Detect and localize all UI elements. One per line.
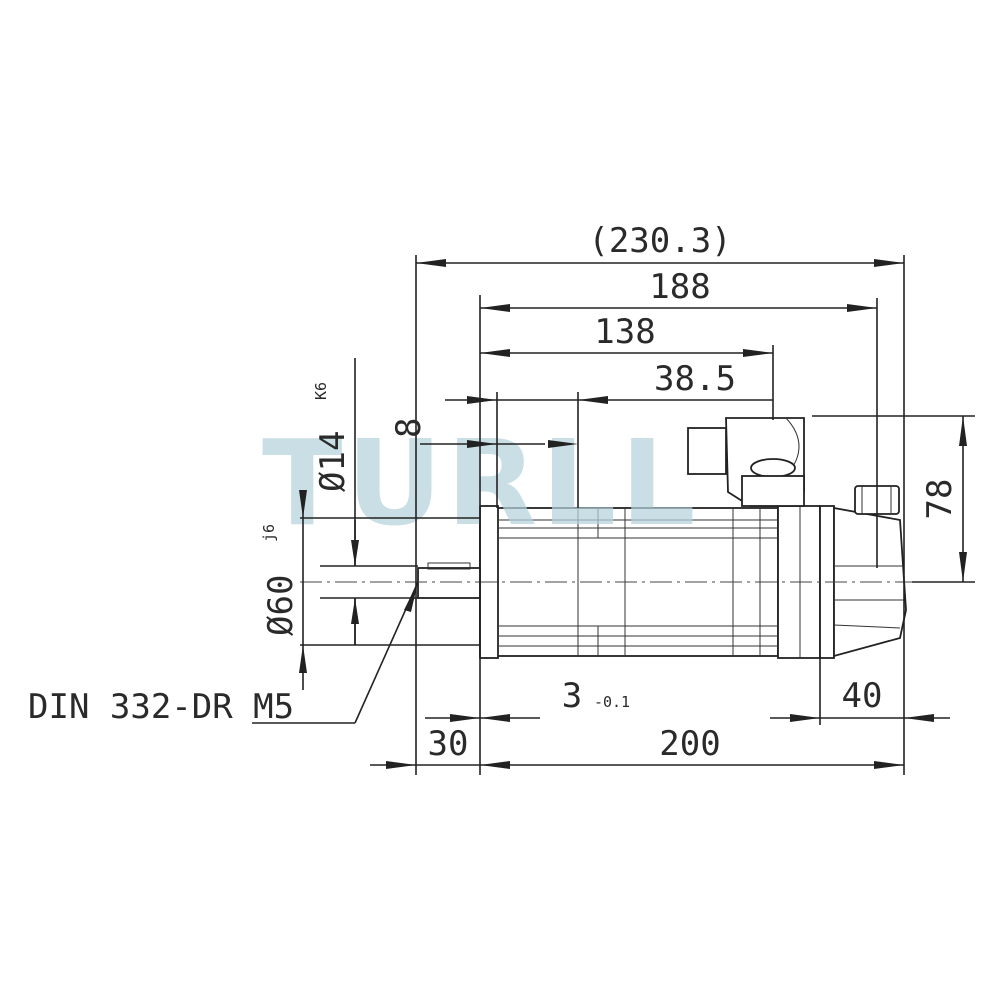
- dimension-lines: [252, 259, 967, 769]
- dim-200: 200: [659, 724, 720, 764]
- dim-overall-length: (230.3): [588, 221, 731, 261]
- dim-key-8: 8: [389, 418, 429, 438]
- connector-nut: [687, 427, 727, 475]
- dim-40: 40: [842, 676, 883, 716]
- watermark-text: TURLL: [262, 414, 700, 552]
- connector-base: [750, 458, 796, 478]
- connector-socket: [741, 475, 805, 507]
- dim-flange-tolerance: -0.1: [594, 693, 630, 711]
- dim-188: 188: [649, 267, 710, 307]
- dia-shaft-fit: K6: [312, 382, 330, 400]
- thread-callout: DIN 332-DR M5: [28, 687, 294, 727]
- dim-flange-3: 3: [562, 676, 582, 716]
- dia-spigot-fit: j6: [260, 524, 278, 542]
- dim-38-5: 38.5: [654, 359, 736, 399]
- dimension-labels: (230.3) 188 138 38.5 8 78 30 200 40 3 -0…: [28, 221, 960, 764]
- dia-spigot-symbol: Ø60: [261, 575, 301, 636]
- motor-outline: [300, 417, 912, 659]
- dim-138: 138: [594, 312, 655, 352]
- dim-30: 30: [428, 724, 469, 764]
- dia-shaft-symbol: Ø14: [313, 431, 353, 492]
- shaft-key: [427, 562, 471, 570]
- dim-78: 78: [920, 479, 960, 520]
- shaft: [417, 567, 481, 599]
